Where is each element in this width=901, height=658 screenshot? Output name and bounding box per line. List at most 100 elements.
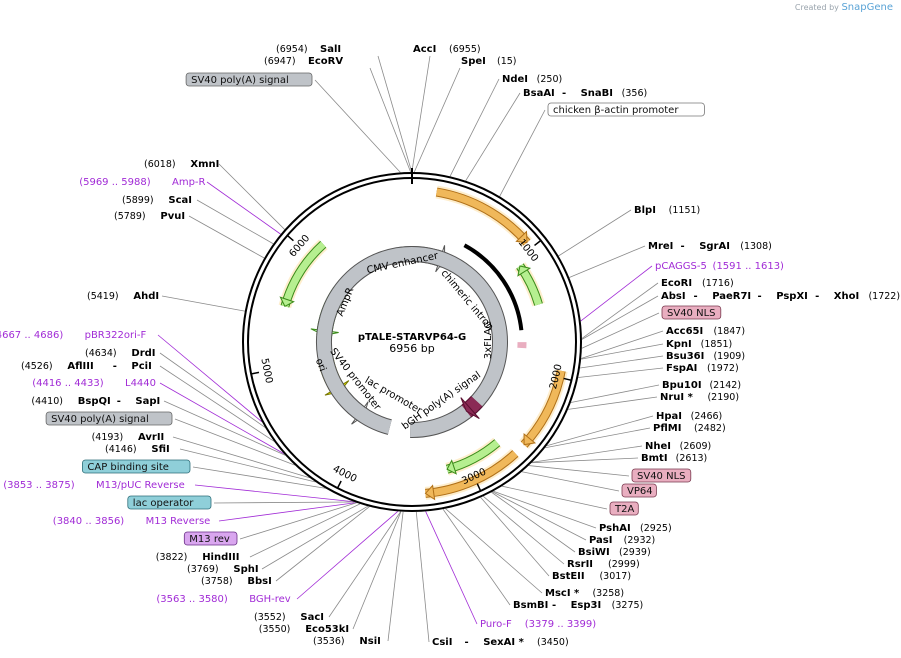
site-bpu10i-r13[interactable]: Bpu10I (2142) <box>662 380 741 391</box>
site-ecori-r6[interactable]: EcoRI (1716) <box>661 278 734 289</box>
site-name: M13 Reverse <box>146 516 211 527</box>
site-name: AhdI <box>133 291 159 302</box>
leader-t2a <box>501 485 608 510</box>
site-spei-top3[interactable]: SpeI(15) <box>461 56 517 67</box>
site-position: (2142) <box>700 380 741 391</box>
feature-box <box>661 305 722 320</box>
site-sali-top1[interactable]: (6954)SalI <box>276 44 341 55</box>
site-acci-top2[interactable]: AccI(6955) <box>413 44 481 55</box>
site-msci-r27[interactable]: MscI * (3258) <box>545 588 624 599</box>
leader-pbr322ori-f <box>157 334 263 423</box>
site-eco53ki-l24[interactable]: (3550) Eco53kI <box>259 624 349 635</box>
leader-l4440 <box>159 382 284 454</box>
site-xmni-l1[interactable]: (6018) XmnI <box>144 159 219 170</box>
site-pbr322ori-f-l6[interactable]: (4667 .. 4686) pBR322ori-F <box>0 330 146 341</box>
site-mrei-r4[interactable]: MreI - SgrAI (1308) <box>648 241 772 252</box>
site-m13-puc-reverse-l15[interactable]: (3853 .. 3875) M13/pUC Reverse <box>3 480 185 491</box>
site-bspqi-l10[interactable]: (4410) BspQI - SapI <box>31 396 160 407</box>
site-bsiwi-r24[interactable]: BsiWI (2939) <box>578 547 651 558</box>
site-puro-f-r29[interactable]: Puro-F (3379 .. 3399) <box>480 619 596 630</box>
site-amp-r-l2[interactable]: (5969 .. 5988) Amp-R <box>79 177 205 188</box>
site-acc65i-r9[interactable]: Acc65I (1847) <box>666 326 745 337</box>
site-name: PspXI <box>776 291 808 302</box>
feature-vp64-r20[interactable]: VP64 <box>621 483 657 498</box>
leader-bbsi <box>275 506 370 582</box>
site-name: BsmBI <box>513 600 548 611</box>
site-name: BspQI <box>78 396 111 407</box>
site-sphi-l20[interactable]: (3769) SphI <box>187 564 259 575</box>
site-bsaai-r1[interactable]: BsaAI - SnaBI (356) <box>523 88 647 99</box>
orange-arc-1-arrowhead <box>515 230 528 244</box>
site-sfii-l13[interactable]: (4146) SfiI <box>105 444 170 455</box>
site-pasi-r23[interactable]: PasI (2932) <box>589 535 655 546</box>
site-position: (3536) <box>313 636 351 647</box>
site-afliii-l8[interactable]: (4526) AflIII - PciI <box>21 361 152 372</box>
feature-box <box>609 501 639 516</box>
feature-sv40-poly-a-signal-l11[interactable]: SV40 poly(A) signal <box>45 411 173 426</box>
site-bsteii-r26[interactable]: BstEII (3017) <box>552 571 631 582</box>
site-pflmi-r16[interactable]: PflMI (2482) <box>653 423 726 434</box>
site-bgh-rev-l22[interactable]: (3563 .. 3580) BGH-rev <box>156 594 290 605</box>
orange-arc-3 <box>425 450 518 497</box>
site-blpi-r3[interactable]: BlpI (1151) <box>634 205 700 216</box>
site-hindiii-l19[interactable]: (3822) HindIII <box>156 552 240 563</box>
feature-sv40-nls-r19[interactable]: SV40 NLS <box>631 468 692 483</box>
feature-label: T2A <box>614 504 634 515</box>
site-ndei-r0[interactable]: NdeI (250) <box>502 74 562 85</box>
site-nrui-r14[interactable]: NruI * (2190) <box>660 392 739 403</box>
site-name: SfiI <box>151 444 169 455</box>
site-bbsi-l21[interactable]: (3758) BbsI <box>201 576 272 587</box>
feature-sv40-nls-r8[interactable]: SV40 NLS <box>661 305 722 320</box>
site-absi-r7[interactable]: AbsI - PaeR7I - PspXI - XhoI (1722) <box>661 291 900 302</box>
feature-cap-binding-site-l14[interactable]: CAP binding site <box>82 459 191 474</box>
site-ecorv-top0[interactable]: (6947)EcoRV <box>264 56 343 67</box>
site-position: (2466) <box>682 411 723 422</box>
feature-t2a-r21[interactable]: T2A <box>609 501 639 516</box>
site-saci-l23[interactable]: (3552) SacI <box>254 612 324 623</box>
leader-ndei <box>449 78 500 177</box>
leader-nrui <box>568 396 658 410</box>
feature-chicken-actin-promoter-r2[interactable]: chicken β-actin promoter <box>547 102 705 117</box>
site-l4440-l9[interactable]: (4416 .. 4433) L4440 <box>32 378 156 389</box>
site-position: (2609) <box>671 441 712 452</box>
feature-m13-rev-l18[interactable]: M13 rev <box>183 531 238 546</box>
feature-box <box>82 459 191 474</box>
site-position: (3258) <box>583 588 624 599</box>
site-ahdi-l5[interactable]: (5419) AhdI <box>87 291 159 302</box>
site-rsrii-r25[interactable]: RsrII (2999) <box>567 559 640 570</box>
tick-3000 <box>476 483 482 492</box>
site-m13-reverse-l17[interactable]: (3840 .. 3856) M13 Reverse <box>53 516 211 527</box>
site-name: Amp-R <box>172 177 206 188</box>
site-drdi-l7[interactable]: (4634) DrdI <box>85 348 156 359</box>
site-name: Bsu36I <box>666 351 704 362</box>
site-position: (1151) <box>660 205 701 216</box>
site-name: NdeI <box>502 74 528 85</box>
feature-label: M13 rev <box>189 534 230 545</box>
leader-hpai <box>546 415 654 447</box>
site-nhei-r17[interactable]: NheI (2609) <box>645 441 711 452</box>
site-pvui-l4[interactable]: (5789) PvuI <box>114 211 185 222</box>
green-arc-3-arrowhead <box>279 296 295 308</box>
site-bmti-r18[interactable]: BmtI (2613) <box>641 453 707 464</box>
feature-sv40-poly-a-signal-l0[interactable]: SV40 poly(A) signal <box>185 72 313 87</box>
site-avrii-l12[interactable]: (4193) AvrII <box>92 432 165 443</box>
site-fspai-r12[interactable]: FspAI (1972) <box>666 363 739 374</box>
site-nsii-l25[interactable]: (3536) NsiI <box>313 636 381 647</box>
site-name: FspAI <box>666 363 697 374</box>
site-pshai-r22[interactable]: PshAI (2925) <box>599 523 672 534</box>
site-name: SacI <box>300 612 324 623</box>
site-position: (3552) <box>254 612 292 623</box>
site-name: MscI * <box>545 588 580 599</box>
site-position: (250) <box>528 74 563 85</box>
site-csii-r30[interactable]: CsiI - SexAI * (3450) <box>432 637 569 648</box>
site-bsmbi-r28[interactable]: BsmBI - Esp3I (3275) <box>513 600 643 611</box>
leader-ahdi <box>161 295 245 312</box>
site-scai-l3[interactable]: (5899) ScaI <box>122 195 192 206</box>
site-hpai-r15[interactable]: HpaI (2466) <box>656 411 722 422</box>
tick-6000 <box>286 234 294 242</box>
leader-saci <box>328 511 401 618</box>
feature-lac-operator-l16[interactable]: lac operator <box>127 495 212 510</box>
site-pcaggs-5-r5[interactable]: pCAGGS-5 (1591 .. 1613) <box>655 261 784 272</box>
site-kpni-r10[interactable]: KpnI (1851) <box>666 339 732 350</box>
site-bsu36i-r11[interactable]: Bsu36I (1909) <box>666 351 745 362</box>
